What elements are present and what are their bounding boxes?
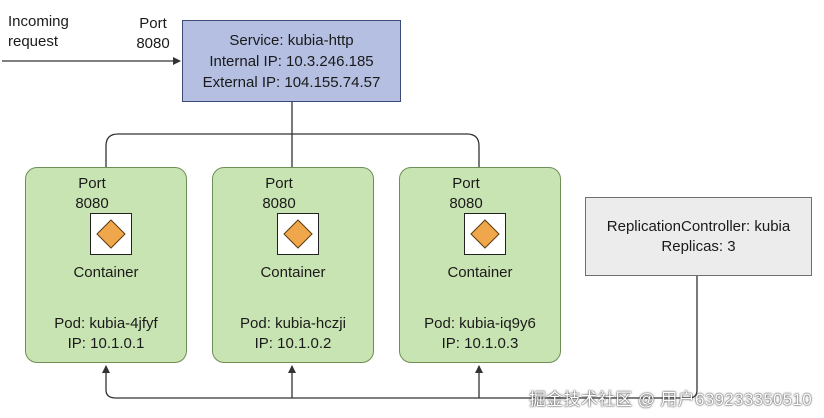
container-icon: [90, 213, 132, 255]
service-port-label: Port 8080: [132, 14, 174, 54]
pod-port-number: 8080: [262, 195, 296, 212]
pod-port-number: 8080: [449, 195, 483, 212]
container-label: Container: [447, 264, 513, 281]
pod-port-word: Port: [452, 175, 480, 192]
incoming-line2: request: [8, 33, 59, 50]
service-port-word: Port: [139, 15, 167, 32]
pod-port-word: Port: [265, 175, 293, 192]
pod-info: Pod: kubia-4jfyf IP: 10.1.0.1: [26, 314, 186, 354]
service-port-number: 8080: [136, 35, 170, 52]
pod-ip: IP: 10.1.0.3: [441, 335, 519, 352]
incoming-request-label: Incoming request: [8, 12, 98, 52]
pod-info: Pod: kubia-iq9y6 IP: 10.1.0.3: [400, 314, 560, 354]
pod-info: Pod: kubia-hczji IP: 10.1.0.2: [213, 314, 373, 354]
service-to-pod3-arrow: [292, 133, 483, 211]
incoming-line1: Incoming: [8, 13, 69, 30]
pod-box-1: Port 8080 Container Pod: kubia-4jfyf IP:…: [25, 167, 187, 363]
container-icon: [277, 213, 319, 255]
pod-name: Pod: kubia-4jfyf: [54, 315, 158, 332]
container-icon: [464, 213, 506, 255]
watermark-text: 掘金技术社区 @ 用户639233350510: [528, 390, 812, 409]
pod-port-word: Port: [78, 175, 106, 192]
pod-ip: IP: 10.1.0.2: [254, 335, 332, 352]
service-box: Service: kubia-http Internal IP: 10.3.24…: [182, 20, 401, 102]
replication-controller-box: ReplicationController: kubia Replicas: 3: [585, 197, 812, 276]
pod-box-2: Port 8080 Container Pod: kubia-hczji IP:…: [212, 167, 374, 363]
pod-port-label: Port 8080: [249, 174, 309, 214]
container-label: Container: [73, 264, 139, 281]
pod-port-label: Port 8080: [62, 174, 122, 214]
pod-ip: IP: 10.1.0.1: [67, 335, 145, 352]
pod-name: Pod: kubia-hczji: [240, 315, 346, 332]
rc-replicas: Replicas: 3: [661, 237, 736, 255]
pod-box-3: Port 8080 Container Pod: kubia-iq9y6 IP:…: [399, 167, 561, 363]
service-internal-ip: Internal IP: 10.3.246.185: [209, 52, 374, 70]
pod-port-number: 8080: [75, 195, 109, 212]
container-label: Container: [260, 264, 326, 281]
rc-name: ReplicationController: kubia: [606, 217, 791, 235]
pod-port-label: Port 8080: [436, 174, 496, 214]
rc-to-pods-line: [102, 276, 698, 399]
service-to-pod1-arrow: [102, 133, 292, 211]
service-external-ip: External IP: 104.155.74.57: [202, 73, 381, 91]
pod-name: Pod: kubia-iq9y6: [424, 315, 536, 332]
service-name: Service: kubia-http: [229, 31, 354, 49]
